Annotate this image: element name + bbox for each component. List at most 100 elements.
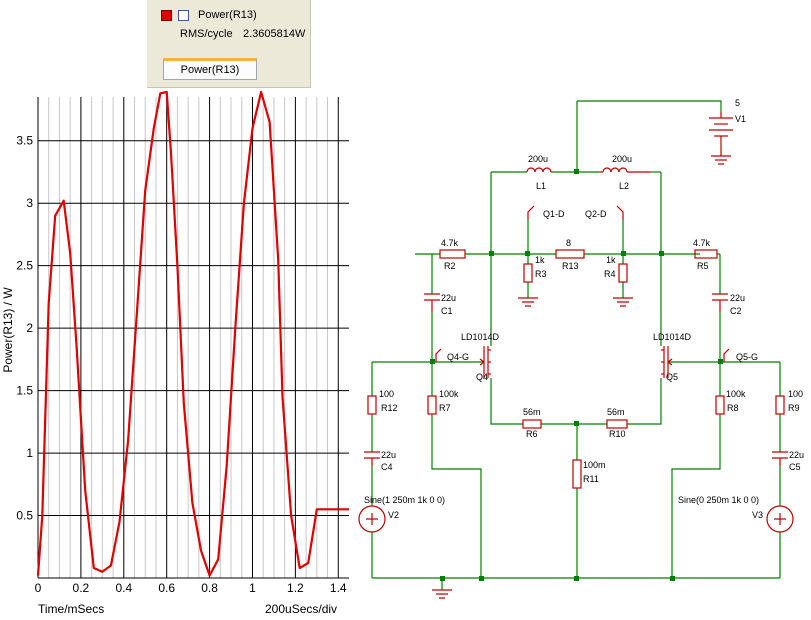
r4-value: 1k — [606, 255, 616, 265]
capacitor-c4 — [364, 451, 380, 466]
x-tick-label: 1.4 — [330, 581, 347, 595]
ground-r4 — [613, 297, 633, 307]
y-tick-label: 1 — [26, 446, 33, 460]
r13-name: R13 — [562, 261, 579, 271]
series-line-power-r13 — [36, 90, 349, 577]
c1-value: 22u — [441, 293, 456, 303]
r12-value: 100 — [379, 389, 394, 399]
resistor-r13 — [555, 249, 585, 259]
resistor-r11 — [572, 459, 582, 489]
v2-name: V2 — [388, 510, 399, 520]
c2-value: 22u — [730, 293, 745, 303]
resistor-r3 — [523, 263, 533, 283]
rms-label: RMS/cycle — [180, 28, 233, 40]
resistor-r6 — [522, 419, 542, 429]
v1-value: 5 — [735, 98, 740, 108]
y-axis-label: Power(R13) / W — [1, 287, 15, 373]
trace-name-label: Power(R13) — [198, 9, 257, 21]
v3-name: V3 — [752, 510, 763, 520]
y-tick-label: 0.5 — [16, 509, 33, 523]
schematic-labels: 5 V1 200u L1 200u L2 Q1-D Q2-D 4.7k R2 1… — [364, 98, 804, 520]
q4-name: Q4 — [476, 372, 488, 382]
r5-value: 4.7k — [693, 238, 711, 248]
y-tick-label: 2.5 — [16, 259, 33, 273]
resistor-r2 — [439, 249, 466, 259]
r12-name: R12 — [381, 403, 398, 413]
q2d-probe: Q2-D — [585, 209, 607, 219]
ground-main — [432, 589, 452, 599]
r3-name: R3 — [535, 269, 547, 279]
r8-name: R8 — [727, 403, 739, 413]
r7-name: R7 — [439, 403, 451, 413]
r11-value: 100m — [583, 460, 606, 470]
q5g-probe: Q5-G — [736, 352, 758, 362]
r4-name: R4 — [604, 269, 616, 279]
components — [358, 112, 794, 599]
resistor-r12 — [367, 395, 377, 415]
c4-name: C4 — [381, 462, 393, 472]
x-tick-label: 0 — [35, 581, 42, 595]
c5-value: 22u — [789, 450, 804, 460]
r9-value: 100 — [788, 389, 803, 399]
x-tick-label: 0.2 — [73, 581, 90, 595]
source-v3 — [766, 505, 794, 533]
resistor-r4 — [618, 263, 628, 283]
tab-power-r13[interactable]: Power(R13) — [163, 58, 257, 80]
ground-r3 — [518, 297, 538, 307]
r7-value: 100k — [439, 389, 459, 399]
r10-value: 56m — [607, 407, 625, 417]
l2-name: L2 — [619, 181, 629, 191]
x-tick-label: 0.6 — [158, 581, 175, 595]
l2-value: 200u — [612, 154, 632, 164]
trace-color-swatch[interactable] — [161, 10, 172, 21]
q5-name: Q5 — [666, 372, 678, 382]
x-tick-label: 0.8 — [201, 581, 218, 595]
trace-visibility-checkbox[interactable] — [178, 10, 189, 21]
l1-name: L1 — [536, 181, 546, 191]
x-tick-label: 0.4 — [115, 581, 132, 595]
probe-q5g — [723, 348, 730, 362]
q4-model: LD1014D — [461, 332, 500, 342]
x-scale-label: 200uSecs/div — [265, 602, 337, 616]
r2-value: 4.7k — [441, 238, 459, 248]
resistor-r9 — [775, 395, 785, 415]
probe-q4g — [435, 348, 442, 362]
r9-name: R9 — [788, 403, 800, 413]
r5-name: R5 — [697, 261, 709, 271]
r11-name: R11 — [583, 474, 599, 484]
y-tick-label: 3.5 — [16, 134, 33, 148]
resistor-r10 — [606, 419, 628, 429]
battery-v1 — [709, 112, 733, 165]
junction-dots — [430, 169, 723, 581]
y-tick-label: 1.5 — [16, 384, 33, 398]
probe-q2d — [616, 205, 624, 220]
r3-value: 1k — [535, 255, 545, 265]
chart-series — [36, 90, 349, 577]
capacitor-c2 — [712, 293, 728, 312]
mosfet-q4 — [479, 346, 491, 378]
r10-name: R10 — [609, 429, 626, 439]
legend-panel: Power(R13) RMS/cycle 2.3605814W Power(R1… — [147, 0, 311, 88]
q1d-probe: Q1-D — [543, 209, 565, 219]
x-tick-label: 1 — [249, 581, 256, 595]
inductor-l2 — [602, 167, 628, 173]
q5-model: LD1014D — [653, 332, 692, 342]
y-tick-label: 2 — [26, 321, 33, 335]
c2-name: C2 — [730, 306, 742, 316]
c1-name: C1 — [441, 306, 453, 316]
l1-value: 200u — [528, 154, 548, 164]
r6-name: R6 — [526, 429, 538, 439]
resistor-r7 — [427, 395, 437, 415]
capacitor-c5 — [772, 451, 788, 466]
r6-value: 56m — [523, 407, 541, 417]
v1-name: V1 — [735, 114, 746, 124]
c5-name: C5 — [789, 462, 801, 472]
c4-value: 22u — [381, 450, 396, 460]
capacitor-c1 — [424, 293, 440, 312]
resistor-r8 — [715, 395, 725, 415]
chart-grid — [37, 97, 349, 579]
source-v2 — [358, 505, 386, 533]
